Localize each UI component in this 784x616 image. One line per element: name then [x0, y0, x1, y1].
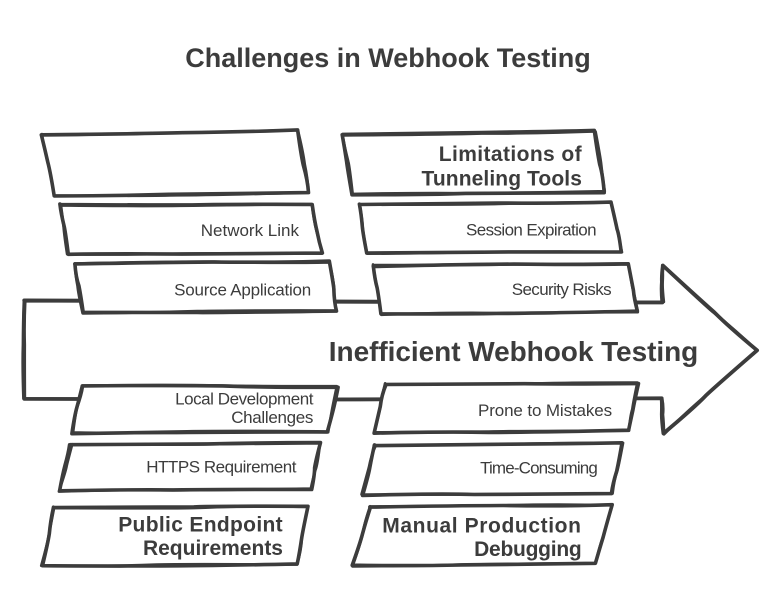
svg-text:Debugging: Debugging [474, 538, 581, 561]
svg-text:Challenges in Webhook Testing: Challenges in Webhook Testing [185, 43, 591, 73]
svg-text:Security Risks: Security Risks [512, 280, 611, 299]
svg-text:Challenges: Challenges [231, 408, 313, 427]
svg-text:Source Application: Source Application [174, 281, 311, 300]
svg-text:Public Endpoint: Public Endpoint [118, 513, 283, 536]
svg-text:Local Development: Local Development [175, 390, 314, 409]
svg-text:HTTPS Requirement: HTTPS Requirement [146, 457, 297, 476]
svg-text:Requirements: Requirements [143, 537, 283, 560]
svg-text:Network Link: Network Link [201, 221, 300, 240]
svg-text:Inefficient Webhook Testing: Inefficient Webhook Testing [329, 336, 698, 367]
svg-text:Tunneling Tools: Tunneling Tools [421, 168, 582, 191]
svg-text:Limitations of: Limitations of [439, 143, 583, 166]
svg-text:Prone to Mistakes: Prone to Mistakes [478, 401, 612, 420]
svg-text:Session Expiration: Session Expiration [466, 221, 596, 240]
svg-text:Time-Consuming: Time-Consuming [480, 459, 597, 478]
svg-text:Manual Production: Manual Production [382, 515, 581, 538]
